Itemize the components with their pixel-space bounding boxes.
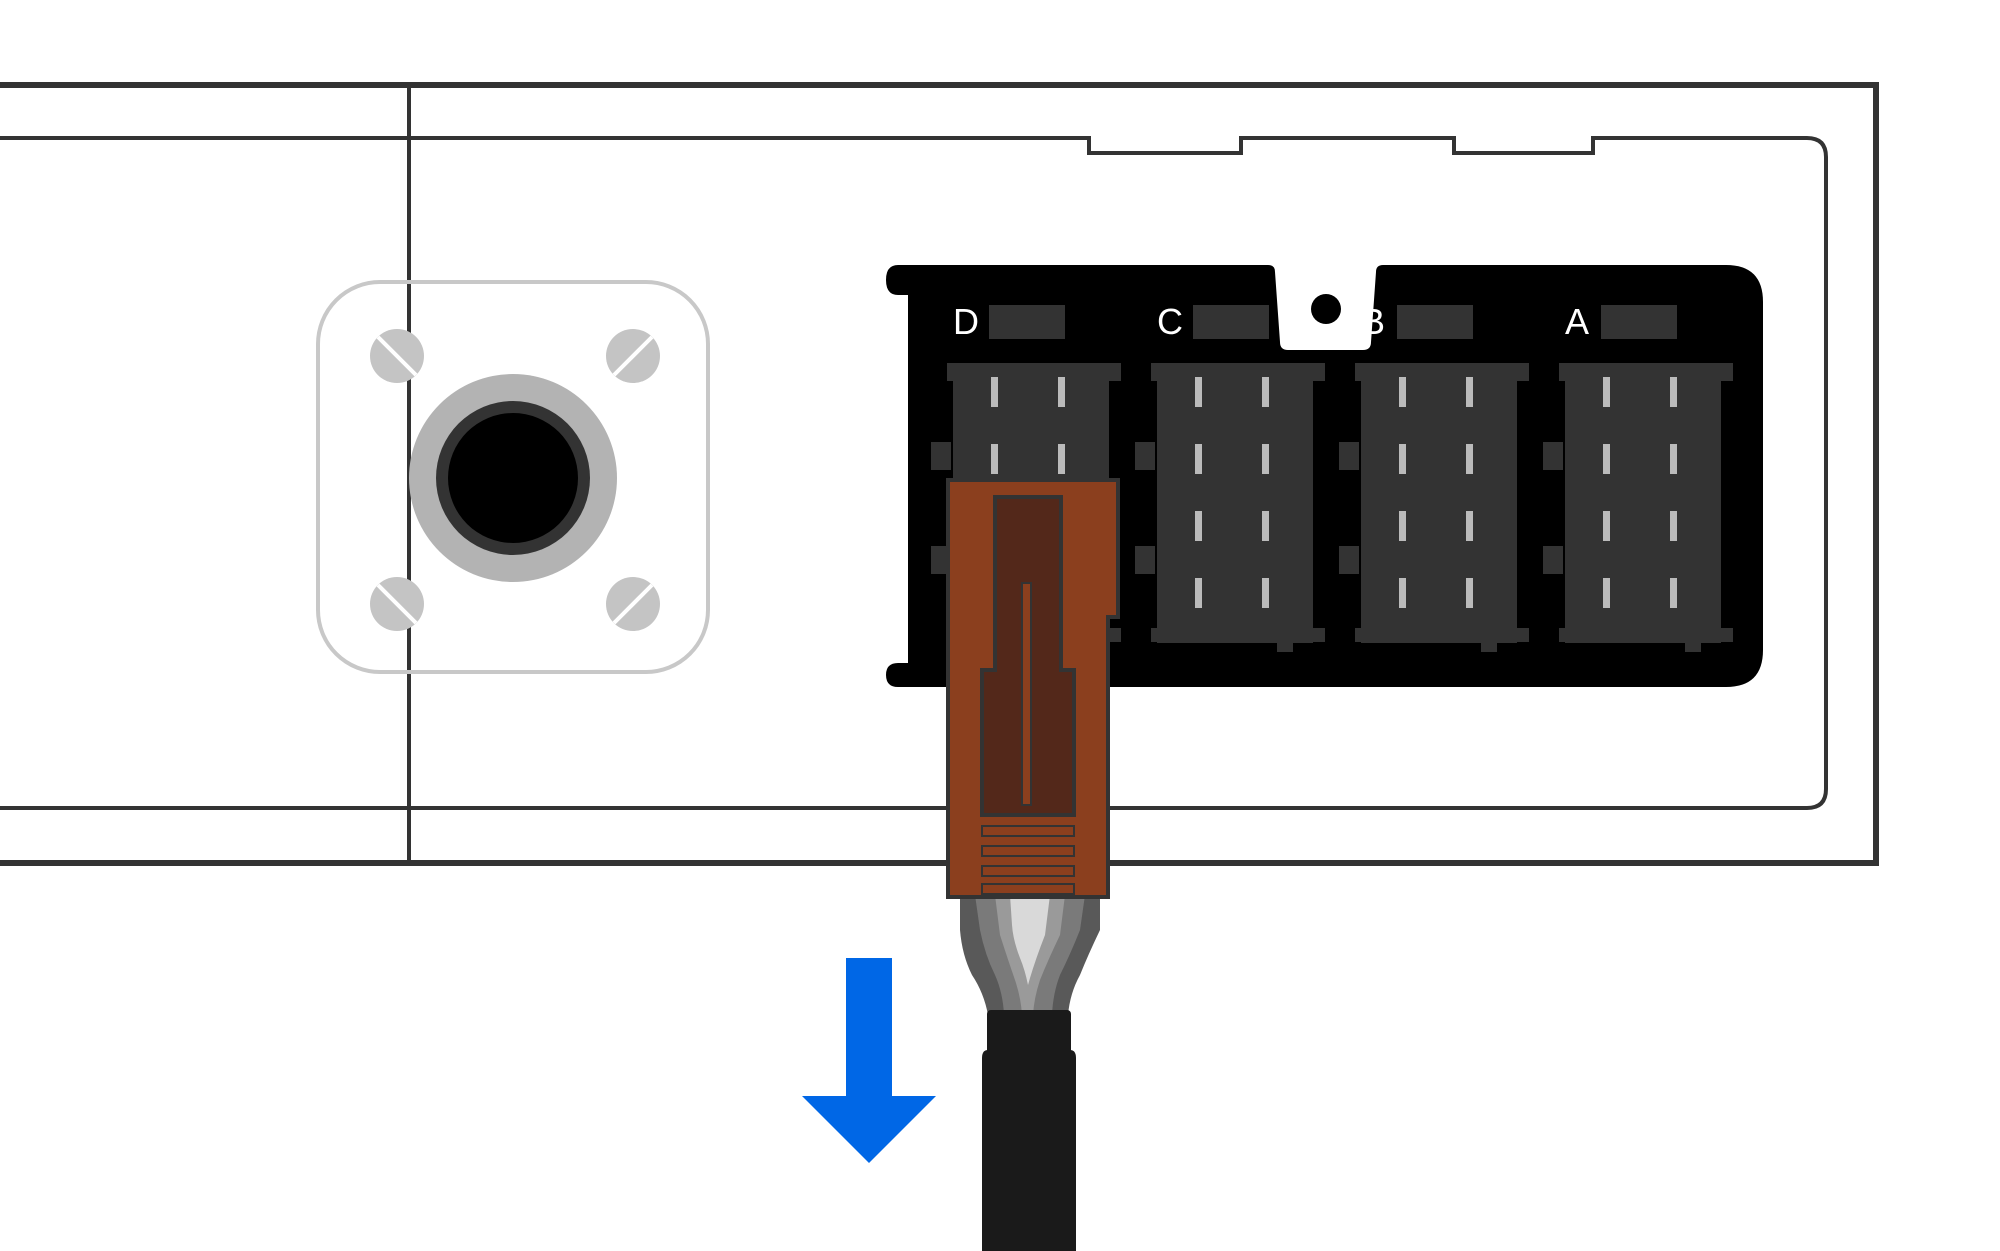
slot-label: C <box>1157 301 1183 342</box>
socket-pin <box>1262 444 1269 474</box>
socket-pin <box>1195 377 1202 407</box>
socket-foot <box>1685 640 1701 652</box>
screw-icon <box>606 329 660 383</box>
socket-pin <box>1670 377 1677 407</box>
down-arrow-icon <box>802 958 936 1163</box>
socket-foot <box>1481 640 1497 652</box>
plug-grip-ridges <box>981 825 1075 895</box>
socket-side-tab <box>1339 546 1359 574</box>
socket-pin <box>1195 511 1202 541</box>
socket-pin <box>991 444 998 474</box>
socket-side-tab <box>1543 442 1563 470</box>
socket-pin <box>1399 511 1406 541</box>
socket-pin <box>1058 444 1065 474</box>
socket-pin <box>1670 578 1677 608</box>
jack-mount-plate <box>316 280 710 674</box>
screw-icon <box>606 577 660 631</box>
slot-label-tag <box>1193 305 1269 339</box>
socket-pin <box>1466 377 1473 407</box>
slot-label-tag <box>1601 305 1677 339</box>
housing-outer-frame <box>0 82 1879 866</box>
socket-pin <box>1466 444 1473 474</box>
socket-side-tab <box>1339 442 1359 470</box>
socket-side-tab <box>1135 442 1155 470</box>
socket-pin <box>1195 444 1202 474</box>
slot-label: D <box>953 301 979 342</box>
housing-inner-panel <box>0 136 1828 810</box>
socket-pin <box>1195 578 1202 608</box>
round-jack-icon <box>448 413 578 543</box>
socket-pin <box>1603 444 1610 474</box>
socket-foot <box>1277 640 1293 652</box>
plug-icon <box>946 478 1120 899</box>
socket-pin <box>991 377 998 407</box>
socket-pin <box>1058 377 1065 407</box>
connector-key-hole <box>1311 294 1341 324</box>
socket-housing <box>1157 363 1313 643</box>
cable-jacket <box>982 1050 1076 1251</box>
connector-slot-a: A <box>1543 301 1733 652</box>
device-housing <box>0 82 1879 866</box>
cable-collar <box>987 1010 1071 1058</box>
socket-bottom-flange <box>1355 628 1529 642</box>
slot-label: B <box>1361 301 1385 342</box>
slot-label: A <box>1565 301 1589 342</box>
socket-pin <box>1262 578 1269 608</box>
cable-wire-highlight <box>1010 895 1050 985</box>
socket-pin <box>1603 578 1610 608</box>
socket-housing <box>1565 363 1721 643</box>
socket-side-tab <box>1543 546 1563 574</box>
socket-housing <box>1361 363 1517 643</box>
socket-side-tab <box>1135 546 1155 574</box>
socket-bottom-flange <box>1559 628 1733 642</box>
connector-slot-c: C <box>1135 301 1325 652</box>
socket-pin <box>1670 444 1677 474</box>
socket-pin <box>1399 377 1406 407</box>
socket-pin <box>1603 511 1610 541</box>
socket-pin <box>1603 377 1610 407</box>
socket-pin <box>1670 511 1677 541</box>
socket-pin <box>1262 511 1269 541</box>
socket-pin <box>1399 444 1406 474</box>
round-jack <box>316 280 710 674</box>
socket-side-tab <box>931 442 951 470</box>
screw-icon <box>370 577 424 631</box>
socket-bottom-flange <box>1151 628 1325 642</box>
socket-pin <box>1399 578 1406 608</box>
socket-pin <box>1466 511 1473 541</box>
screw-icon <box>370 329 424 383</box>
connector-slot-b: B <box>1339 301 1529 652</box>
slot-label-tag <box>989 305 1065 339</box>
socket-pin <box>1262 377 1269 407</box>
slot-label-tag <box>1397 305 1473 339</box>
plug-latch-slot <box>1021 582 1032 806</box>
socket-pin <box>1466 578 1473 608</box>
cable-icon <box>960 895 1100 1251</box>
